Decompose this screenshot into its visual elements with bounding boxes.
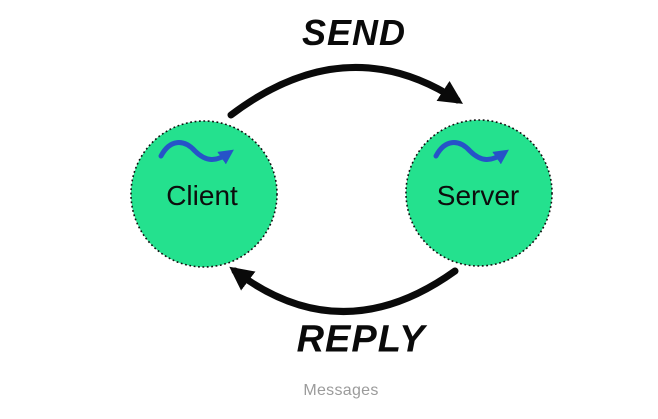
send-edge-arrow <box>227 63 463 119</box>
send-edge-label: SEND <box>301 12 407 53</box>
client-node-label: Client <box>166 180 238 211</box>
signal-wave-icon <box>433 140 509 165</box>
client-node-circle <box>130 120 278 268</box>
diagram-caption: Messages <box>303 382 379 399</box>
reply-edge-arrow <box>229 266 459 315</box>
server-node-label: Server <box>436 180 520 211</box>
signal-wave-icon <box>158 140 234 165</box>
server-node-circle <box>405 119 553 267</box>
reply-edge-label: REPLY <box>296 318 426 361</box>
